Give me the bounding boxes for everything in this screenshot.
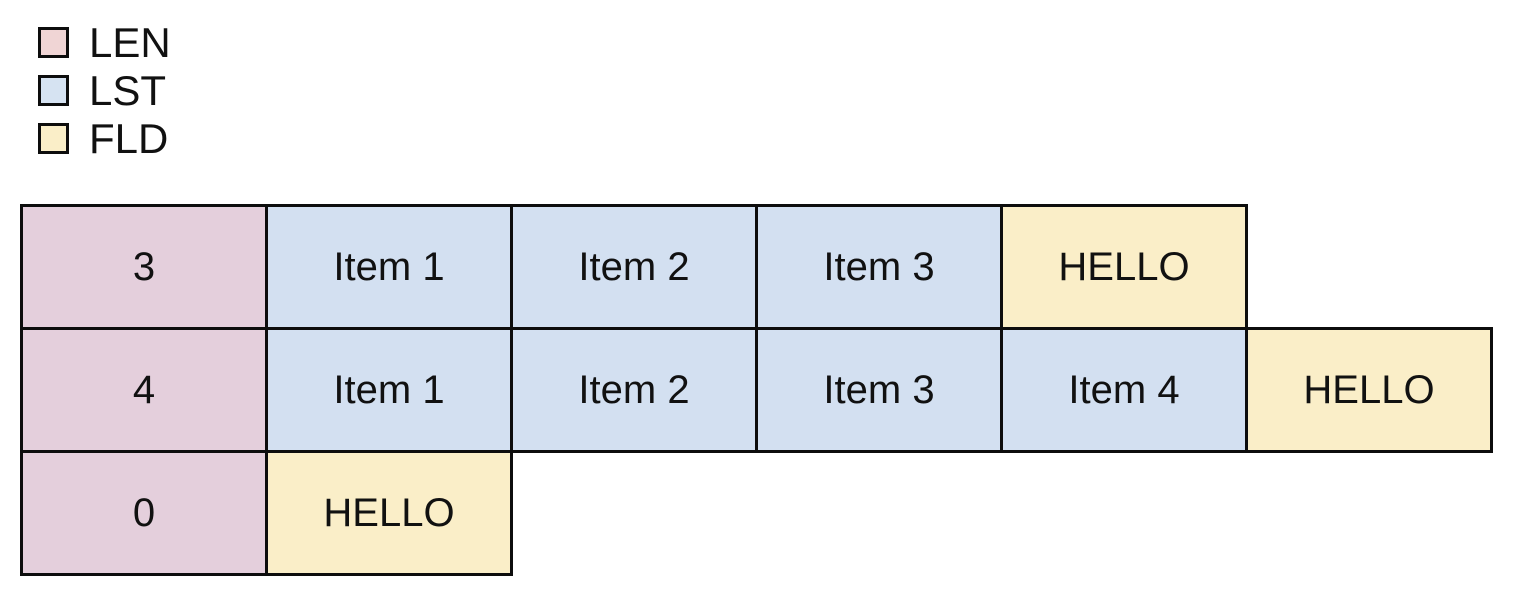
legend-label-fld: FLD: [89, 115, 169, 162]
table-cell-lst: Item 1: [265, 204, 513, 330]
table-cell-lst: Item 3: [755, 204, 1003, 330]
legend-item-lst: LST: [38, 67, 171, 114]
table-cell-fld: HELLO: [1000, 204, 1248, 330]
legend-item-fld: FLD: [38, 115, 171, 162]
legend-label-lst: LST: [89, 67, 167, 114]
legend-swatch-fld: [38, 123, 69, 154]
table-cell-len: 4: [20, 327, 268, 453]
table-cell-lst: Item 2: [510, 327, 758, 453]
legend-swatch-lst: [38, 75, 69, 106]
legend-swatch-len: [38, 27, 69, 58]
table-cell-fld: HELLO: [265, 450, 513, 576]
table-cell-lst: Item 2: [510, 204, 758, 330]
table-cell-lst: Item 1: [265, 327, 513, 453]
legend-item-len: LEN: [38, 19, 171, 66]
table-cell-lst: Item 4: [1000, 327, 1248, 453]
table-cell-len: 0: [20, 450, 268, 576]
legend-label-len: LEN: [89, 19, 171, 66]
table-cell-fld: HELLO: [1245, 327, 1493, 453]
table-cell-len: 3: [20, 204, 268, 330]
table-cell-lst: Item 3: [755, 327, 1003, 453]
